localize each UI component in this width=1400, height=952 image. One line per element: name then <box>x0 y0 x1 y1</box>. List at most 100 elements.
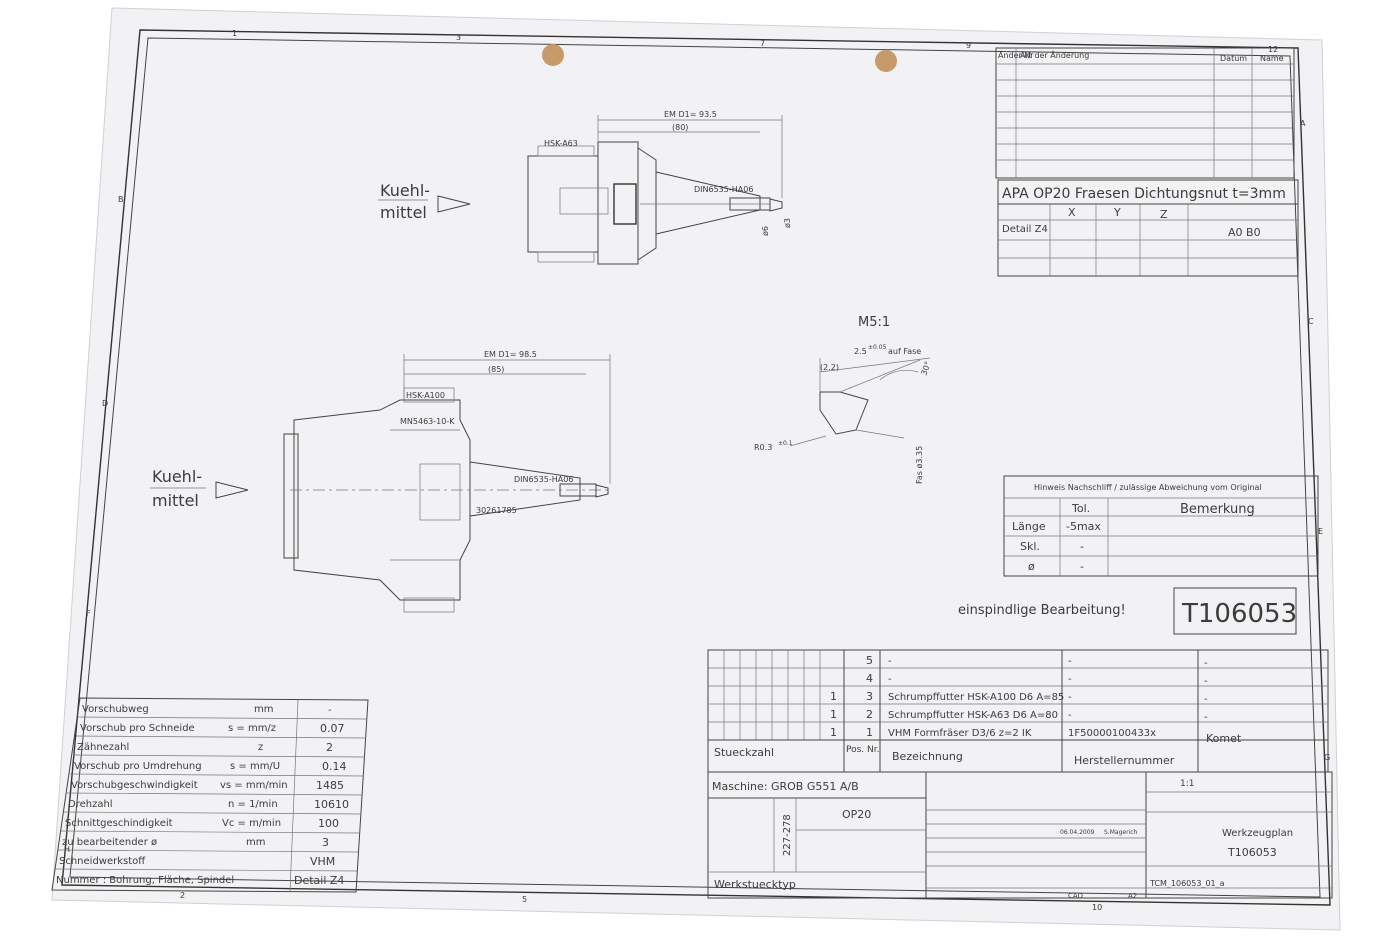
bom-mfr: - <box>1204 658 1208 669</box>
footer-cad: CAD <box>1068 892 1083 900</box>
footer-part-range: 227-278 <box>782 814 793 856</box>
cut-label: Schnittgeschindigkeit <box>65 818 173 829</box>
bom-hdr-mfr-nr: Herstellernummer <box>1074 754 1175 767</box>
bom-mfr-nr: - <box>1068 656 1072 667</box>
cut-label: Drehzahl <box>68 799 113 810</box>
regrind-table: Hinweis Nachschliff / zulässige Abweichu… <box>1003 475 1319 577</box>
change-hdr-name: Name <box>1260 54 1284 63</box>
cut-label: Vorschub pro Umdrehung <box>74 761 202 772</box>
cut-value: 0.07 <box>320 722 345 735</box>
grid-row-label: A <box>1300 119 1306 128</box>
grid-col-label: 10 <box>1092 903 1102 912</box>
bom-mfr: - <box>1204 694 1208 705</box>
grid-row-label: E <box>1318 527 1323 536</box>
grid-col-label: 5 <box>522 895 527 904</box>
cut-label: Schneidwerkstoff <box>59 856 146 867</box>
regrind-row-tol: - <box>1080 540 1084 553</box>
coolant-label-2-line1: Kuehl- <box>152 467 202 486</box>
regrind-row-label: ø <box>1028 560 1035 573</box>
grid-row-label: B <box>118 195 124 204</box>
detail-dim-25: 2.5 <box>854 347 867 356</box>
footer-drawing-no: TCM_106053_01_a <box>1149 879 1225 888</box>
change-history-block: Änder-Nr Art der Änderung Datum Name <box>995 47 1295 179</box>
dim-paren-1: (80) <box>672 123 688 132</box>
change-hdr-art: Art der Änderung <box>1020 50 1089 60</box>
footer-format: A2 <box>1128 892 1137 900</box>
regrind-hdr-tol: Tol. <box>1071 502 1090 515</box>
title-row-value: A0 B0 <box>1228 226 1261 239</box>
bom-name: - <box>888 674 892 685</box>
bom-name: - <box>888 656 892 667</box>
grid-col-label: 12 <box>1268 45 1278 54</box>
punch-hole-left <box>542 44 564 66</box>
detail-radius-tol: ±0.1 <box>778 440 793 447</box>
cut-value: VHM <box>310 855 335 868</box>
cut-unit: z <box>258 742 263 753</box>
bom-pos: 1 <box>866 726 873 739</box>
grid-col-label: 1 <box>232 29 237 38</box>
coolant-arrow-2 <box>215 481 249 499</box>
bom-hdr-name: Bezeichnung <box>892 750 963 763</box>
cut-unit: n = 1/min <box>228 799 278 810</box>
part-label-2: 30261785 <box>476 506 517 515</box>
bom-name: Schrumpffutter HSK-A100 D6 A=85 <box>888 692 1064 703</box>
coolant-label-1-line1: Kuehl- <box>380 181 430 200</box>
tool-id: T106053 <box>1181 599 1297 629</box>
cut-label: zu bearbeitender ø <box>62 837 157 848</box>
coolant-arrow-1 <box>437 195 471 213</box>
cut-unit: vs = mm/min <box>220 780 288 791</box>
bom-mfr: Komet <box>1206 732 1242 745</box>
norm-label-2: DIN6535-HA06 <box>514 475 573 484</box>
detail-scale: M5:1 <box>858 315 890 330</box>
regrind-row-label: Skl. <box>1020 540 1040 553</box>
cut-unit: s = mm/U <box>230 761 280 772</box>
holder-label-1: HSK-A63 <box>544 139 578 148</box>
footer-doc-id: T106053 <box>1227 846 1277 859</box>
bom-name: Schrumpffutter HSK-A63 D6 A=80 <box>888 710 1058 721</box>
regrind-row-tol: -5max <box>1066 520 1101 533</box>
cut-label: Vorschubweg <box>82 704 149 715</box>
grid-col-label: 2 <box>180 891 185 900</box>
cut-value: Detail Z4 <box>294 874 344 887</box>
footer-author: S.Magerich <box>1104 829 1138 836</box>
bom-qty: 1 <box>830 708 837 721</box>
holder-label-2: HSK-A100 <box>406 391 445 400</box>
cut-value: 100 <box>318 817 339 830</box>
bom-pos: 5 <box>866 654 873 667</box>
grid-row-label: D <box>102 399 108 408</box>
grid-row-label: H <box>64 845 70 854</box>
cut-value: 3 <box>322 836 329 849</box>
bom-mfr-nr: - <box>1068 710 1072 721</box>
regrind-hdr-rem: Bemerkung <box>1180 502 1255 517</box>
grid-col-label: 3 <box>456 33 461 42</box>
bom-pos: 4 <box>866 672 873 685</box>
detail-tol-25: ±0.05 <box>868 344 887 351</box>
bom-qty: 1 <box>830 690 837 703</box>
footer-block: Maschine: GROB G551 A/B OP20 227-278 Wer… <box>707 771 1333 900</box>
tool-assembly-hsk-a100: Kuehl- mittel EM D1= 98.5 (85) HSK-A100 … <box>150 350 611 613</box>
tool-assembly-hsk-a63: Kuehl- mittel EM D1= 93.5 (80) HSK-A63 D… <box>378 110 792 265</box>
inner-frame <box>69 37 1321 898</box>
coolant-label-2-line2: mittel <box>152 491 199 510</box>
footer-machine: Maschine: GROB G551 A/B <box>712 780 859 793</box>
footer-date: 06.04.2009 <box>1060 829 1095 836</box>
dia-3-label: ø3 <box>783 218 792 228</box>
bom-hdr-qty: Stueckzahl <box>714 746 774 759</box>
cut-label: Vorschubgeschwindigkeit <box>71 780 198 791</box>
bom-pos: 3 <box>866 690 873 703</box>
bom-qty: 1 <box>830 726 837 739</box>
title-col-y: Y <box>1113 206 1121 219</box>
cut-value: 0.14 <box>322 760 347 773</box>
dim-paren-2: (85) <box>488 365 504 374</box>
cut-unit: mm <box>254 704 273 715</box>
tool-id-box <box>1173 587 1297 635</box>
change-hdr-datum: Datum <box>1220 54 1247 63</box>
bom-name: VHM Formfräser D3/6 z=2 IK <box>888 728 1032 739</box>
dia-6-label: ø6 <box>761 226 770 236</box>
cut-label: Vorschub pro Schneide <box>80 723 195 734</box>
regrind-title: Hinweis Nachschliff / zulässige Abweichu… <box>1034 483 1262 492</box>
grid-row-label: C <box>1308 317 1314 326</box>
change-hdr-nr: Änder-Nr <box>998 50 1034 60</box>
mn-label-2: MN5463-10-K <box>400 417 455 426</box>
